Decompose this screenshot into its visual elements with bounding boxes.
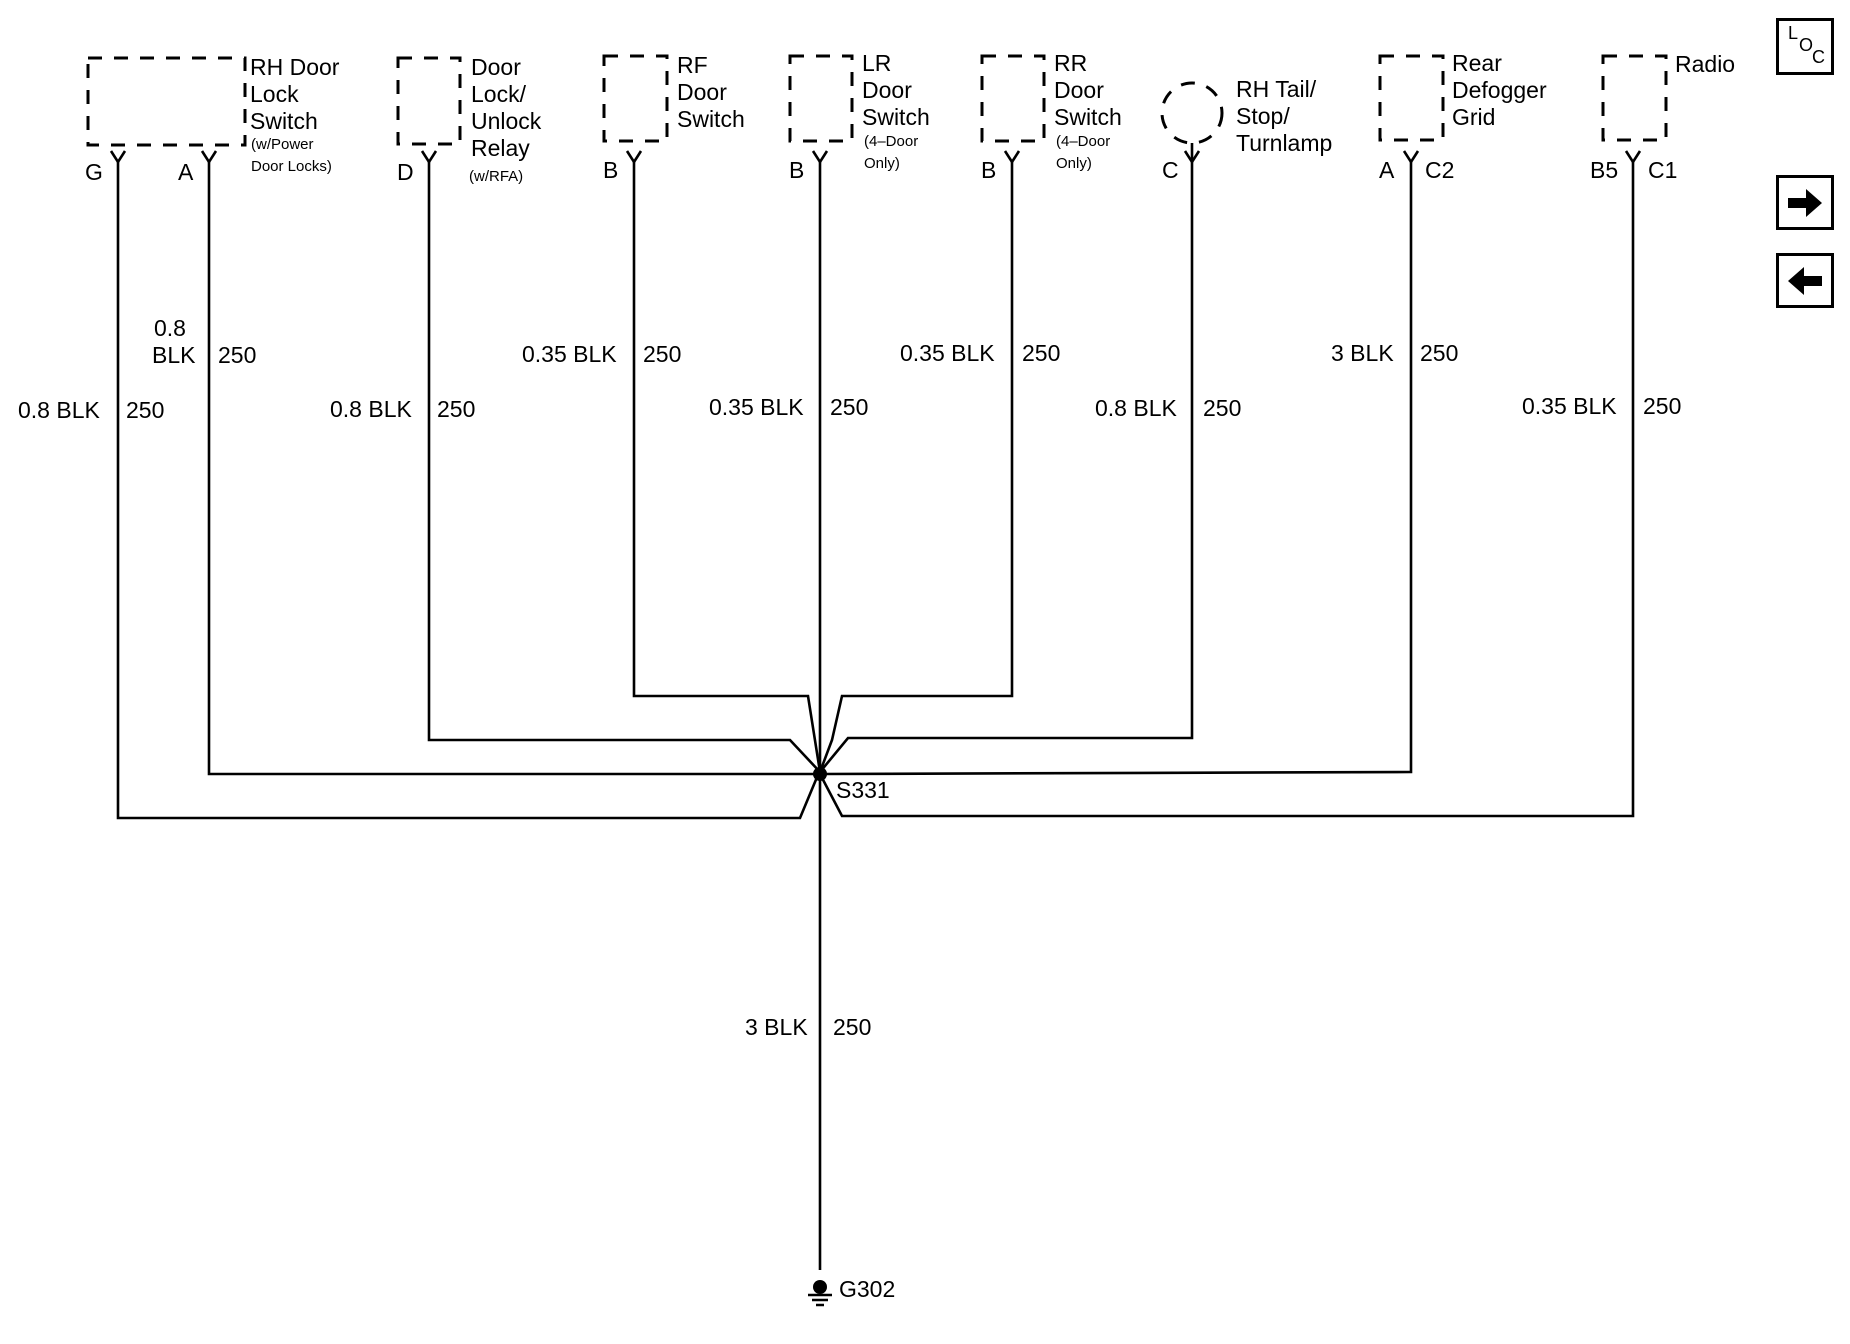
loc-letter-c: C: [1812, 47, 1825, 67]
arrow-left-icon: [1788, 266, 1822, 295]
wire-circuit-label: 250: [833, 1014, 871, 1040]
rh-door-lock-switch-label: RH Door Lock Switch: [250, 54, 346, 134]
forward-button[interactable]: [1776, 175, 1834, 230]
rear-defogger-grid-label: Rear Defogger Grid: [1452, 50, 1553, 130]
wire-g: [116, 162, 822, 820]
terminal-a-c2: [1402, 150, 1420, 165]
terminal-b-rr: [1003, 150, 1021, 165]
wire-a-rh: [207, 162, 820, 776]
splice-label: S331: [836, 777, 890, 803]
pin-label: C1: [1648, 157, 1677, 183]
loc-letter-l: L: [1788, 23, 1799, 43]
wire-circuit-label: 250: [1643, 393, 1681, 419]
rr-door-switch-label: RR Door Switch: [1054, 50, 1122, 130]
rf-door-switch-box[interactable]: [602, 54, 669, 143]
terminal-g: [109, 150, 127, 165]
door-lock-unlock-relay-note: (w/RFA): [469, 168, 523, 185]
lr-door-switch-label: LR Door Switch: [862, 50, 930, 130]
rr-door-switch-note: (4–Door Only): [1056, 133, 1114, 172]
wire-circuit-label: 250: [830, 394, 868, 420]
arrow-right-icon: [1788, 188, 1822, 217]
rear-defogger-grid-box[interactable]: [1378, 54, 1445, 142]
wires: [116, 143, 1635, 1270]
pin-label: A: [1379, 157, 1395, 183]
wire-b5-c1: [818, 162, 1635, 818]
pin-label: C2: [1425, 157, 1454, 183]
lr-door-switch-box[interactable]: [788, 54, 854, 143]
wire-circuit-label: 250: [1420, 340, 1458, 366]
door-lock-unlock-relay-label: Door Lock/ Unlock Relay: [471, 54, 548, 161]
pin-label: G: [85, 159, 103, 185]
component-boxes: [86, 54, 1668, 147]
wire-b-rf: [632, 162, 822, 773]
radio-box[interactable]: [1601, 54, 1668, 142]
ground-g302: G302: [808, 1276, 895, 1307]
rh-door-lock-switch-box[interactable]: [86, 56, 247, 147]
wire-size-label: 0.8 BLK: [1095, 395, 1177, 421]
door-lock-unlock-relay-box[interactable]: [396, 56, 462, 146]
pin-label: B: [981, 157, 996, 183]
rh-tail-stop-turnlamp-label: RH Tail/ Stop/ Turnlamp: [1236, 76, 1332, 156]
wire-size-label: 0.35 BLK: [1522, 393, 1617, 419]
rh-door-lock-switch-note: (w/Power Door Locks): [251, 136, 332, 175]
terminal-a-rh: [200, 150, 218, 165]
wire-size-label: 0.35 BLK: [709, 394, 804, 420]
wire-c: [818, 143, 1194, 773]
component-labels: RH Door Lock Switch (w/Power Door Locks)…: [250, 50, 1735, 185]
wire-size-label: 3 BLK: [745, 1014, 808, 1040]
pin-label: B: [603, 157, 618, 183]
wire-size-label: 0.8 BLK: [152, 315, 196, 368]
pin-label: A: [178, 159, 194, 185]
terminal-d: [420, 150, 438, 165]
wire-labels: 0.8 BLK 250 0.8 BLK 250 0.8 BLK 250 0.35…: [18, 315, 1681, 1040]
loc-letter-o: O: [1799, 35, 1814, 55]
pin-labels: G A D B B B C A C2 B5 C1: [85, 157, 1677, 185]
wire-b-rr: [818, 162, 1014, 773]
wire-size-label: 0.8 BLK: [18, 397, 100, 423]
back-button[interactable]: [1776, 253, 1834, 308]
radio-label: Radio: [1675, 51, 1735, 77]
wire-a-c2: [819, 162, 1413, 776]
pin-label: C: [1162, 157, 1179, 183]
wire-circuit-label: 250: [126, 397, 164, 423]
wire-size-label: 0.35 BLK: [522, 341, 617, 367]
rh-tail-stop-turnlamp-symbol[interactable]: [1160, 81, 1224, 145]
wire-size-label: 0.35 BLK: [900, 340, 995, 366]
splice-dot: [813, 767, 827, 781]
rf-door-switch-label: RF Door Switch: [677, 52, 745, 132]
lr-door-switch-note: (4–Door Only): [864, 133, 922, 172]
ground-icon-label: G302: [839, 1276, 895, 1302]
splice-s331: S331: [813, 767, 890, 803]
rr-door-switch-box[interactable]: [980, 54, 1046, 143]
wire-d: [427, 162, 821, 773]
pin-label: D: [397, 159, 414, 185]
wire-size-label: 3 BLK: [1331, 340, 1394, 366]
pin-label: B: [789, 157, 804, 183]
terminal-b-rf: [625, 150, 643, 165]
wire-circuit-label: 250: [1022, 340, 1060, 366]
wire-size-label: 0.8 BLK: [330, 396, 412, 422]
loc-button[interactable]: L O C: [1776, 18, 1834, 75]
wire-circuit-label: 250: [437, 396, 475, 422]
terminal-b-lr: [811, 150, 829, 165]
wire-circuit-label: 250: [1203, 395, 1241, 421]
pin-label: B5: [1590, 157, 1618, 183]
wire-circuit-label: 250: [218, 342, 256, 368]
wire-circuit-label: 250: [643, 341, 681, 367]
ground-dot: [813, 1280, 827, 1294]
terminal-b5-c1: [1624, 150, 1642, 165]
